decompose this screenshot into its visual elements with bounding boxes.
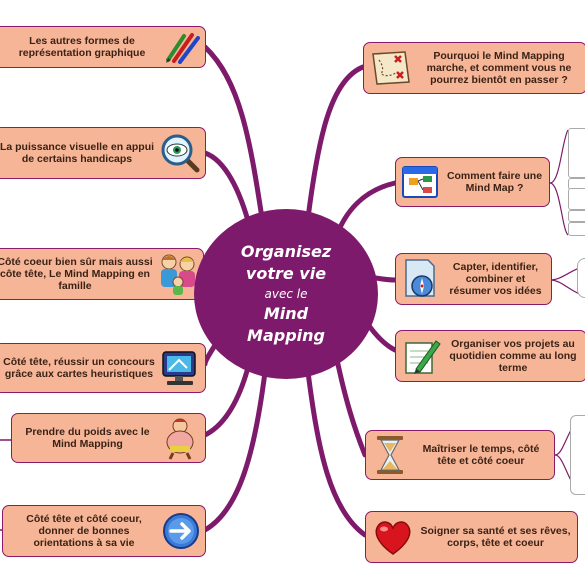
central-topic[interactable]: Organisez votre vie avec le Mind Mapping [194, 209, 378, 379]
node-how-to[interactable]: Comment faire une Mind Map ? [395, 157, 550, 207]
subnode-stub [568, 222, 585, 236]
heart-icon [366, 518, 420, 556]
compass-document-icon [396, 258, 444, 300]
node-visual-power[interactable]: La puissance visuelle en appui de certai… [0, 127, 206, 179]
node-label: Comment faire une Mind Map ? [446, 170, 543, 194]
node-health[interactable]: Soigner sa santé et ses rêves, corps, tê… [365, 511, 578, 563]
pencils-icon [159, 30, 205, 64]
node-label: Soigner sa santé et ses rêves, corps, tê… [420, 525, 571, 549]
notebook-pen-icon [396, 335, 446, 377]
subnode-stub [568, 128, 585, 178]
central-topic-line: Mapping [247, 326, 325, 345]
node-organize-projects[interactable]: Organiser vos projets au quotidien comme… [395, 330, 585, 382]
node-capture-ideas[interactable]: Capter, identifier, combiner et résumer … [395, 253, 552, 305]
subnode-stub [568, 210, 585, 222]
central-topic-line: Mind [263, 304, 309, 323]
chubby-person-icon [155, 416, 205, 460]
node-master-time[interactable]: Maîtriser le temps, côté tête et côté co… [365, 430, 555, 480]
node-label: Pourquoi le Mind Mapping marche, et comm… [426, 50, 572, 86]
node-why-mind-mapping[interactable]: Pourquoi le Mind Mapping marche, et comm… [363, 42, 585, 94]
window-diagram-icon [396, 163, 444, 201]
node-label: Côté tête et côté coeur, donner de bonne… [26, 513, 142, 549]
central-topic-line: avec le [264, 287, 308, 301]
eye-magnifier-icon [155, 132, 205, 174]
treasure-map-icon [364, 48, 418, 88]
node-orientations[interactable]: Côté tête et côté coeur, donner de bonne… [2, 505, 206, 557]
central-topic-line: Organisez [240, 242, 332, 261]
node-family[interactable]: Côté coeur bien sûr mais aussi côte tête… [0, 248, 204, 300]
arrow-circle-icon [157, 511, 205, 551]
subnode-stub [577, 258, 585, 298]
node-label: Côté coeur bien sûr mais aussi côte tête… [0, 256, 153, 292]
node-other-representations[interactable]: Les autres formes de représentation grap… [0, 26, 206, 68]
node-label: Capter, identifier, combiner et résumer … [449, 261, 542, 297]
central-topic-line: votre vie [245, 264, 327, 283]
node-label: Prendre du poids avec le Mind Mapping [25, 426, 150, 450]
node-label: Les autres formes de représentation grap… [18, 35, 146, 59]
subnode-stub [570, 415, 585, 495]
family-icon [153, 252, 203, 296]
node-exam[interactable]: Côté tête, réussir un concours grâce aux… [0, 343, 206, 393]
node-label: Côté tête, réussir un concours grâce aux… [3, 356, 155, 380]
node-label: Maîtriser le temps, côté tête et côté co… [422, 443, 540, 467]
node-weight[interactable]: Prendre du poids avec le Mind Mapping [11, 413, 206, 463]
node-label: Organiser vos projets au quotidien comme… [449, 338, 577, 374]
subnode-stub [568, 188, 585, 210]
node-label: La puissance visuelle en appui de certai… [0, 141, 155, 165]
computer-monitor-icon [155, 348, 205, 388]
hourglass-icon [366, 434, 414, 476]
